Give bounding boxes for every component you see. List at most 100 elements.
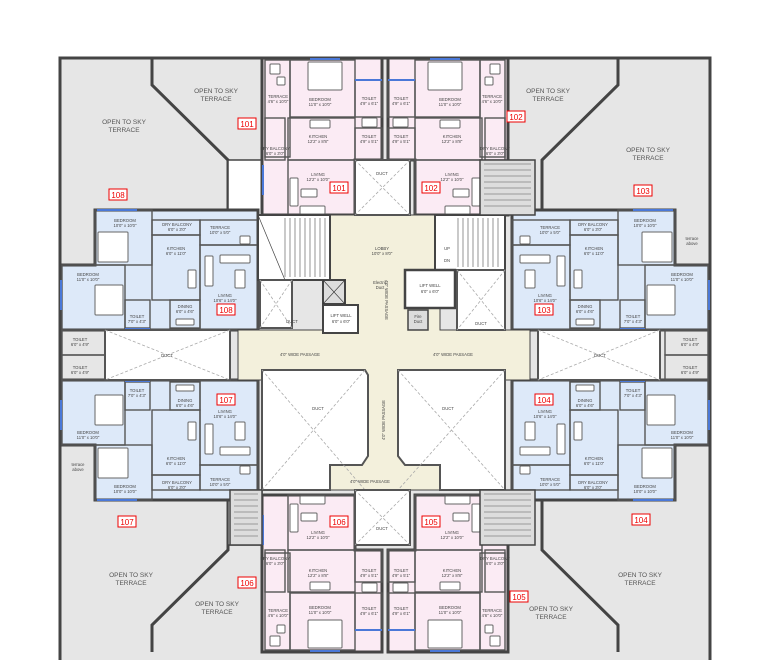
tv-unit xyxy=(234,421,246,441)
room-name: TOILET xyxy=(394,568,409,573)
terrace-label: OPEN TO SKY xyxy=(109,572,153,579)
lift-well-dims: 6'0" x 6'0" xyxy=(421,289,440,294)
room-name: KITCHEN xyxy=(167,456,185,461)
room-name: BEDROOM xyxy=(634,218,656,223)
room-name: BEDROOM xyxy=(439,605,461,610)
sofa xyxy=(219,254,251,264)
room-dims: 10'6" x 14'0" xyxy=(214,298,237,303)
unit-103[interactable] xyxy=(510,208,712,356)
staircase-left[interactable] xyxy=(257,214,331,281)
unit-107[interactable] xyxy=(58,354,260,502)
tv-unit xyxy=(524,421,536,441)
room-dining[interactable] xyxy=(569,381,601,411)
room-dining[interactable] xyxy=(169,299,201,329)
lift-well-right[interactable] xyxy=(403,268,457,310)
room-dims: 10'0" x 5'0" xyxy=(540,230,561,235)
bed xyxy=(646,394,676,426)
room-name: DINING xyxy=(578,398,593,403)
window xyxy=(355,79,382,81)
room-dims: 12'2" x 10'0" xyxy=(441,177,464,182)
passage-label: 4'0" WIDE PASSAGE xyxy=(433,352,473,357)
window xyxy=(60,280,62,310)
unit-102[interactable] xyxy=(386,56,510,217)
bed xyxy=(94,284,124,316)
lift-well-label: LIFT WELL xyxy=(419,283,441,288)
lift-well-left[interactable] xyxy=(322,304,359,334)
unit-number: 105 xyxy=(424,518,438,527)
room-dims: 10'0" x 10'0" xyxy=(114,223,137,228)
terrace-labels: OPEN TO SKY TERRACE OPEN TO SKY TERRACE … xyxy=(102,88,670,621)
unit-number: 103 xyxy=(537,306,551,315)
terrace-divider-wall xyxy=(540,58,620,215)
room-dims: 12'2" x 8'8" xyxy=(308,573,329,578)
unit-number-tag xyxy=(421,181,441,194)
room-name: TERRACE xyxy=(268,94,288,99)
sofa xyxy=(299,495,326,505)
room-toilet[interactable] xyxy=(354,549,383,583)
chair xyxy=(269,635,281,647)
stove xyxy=(573,421,583,441)
room-dry-balcony[interactable] xyxy=(264,549,286,593)
room-dining[interactable] xyxy=(169,381,201,411)
room-dims: 11'0" x 10'0" xyxy=(77,435,100,440)
room-name: TOILET xyxy=(394,134,409,139)
room-name: TOILET xyxy=(73,365,88,370)
lift-well-label: LIFT WELL xyxy=(330,313,352,318)
room-dry-balcony[interactable] xyxy=(264,117,286,161)
room-dims: 6'0" x 3'0" xyxy=(584,485,603,490)
room-name: KITCHEN xyxy=(443,568,461,573)
washbasin xyxy=(361,117,378,128)
terrace-above-label: terrace xyxy=(685,236,699,241)
room-dims: 6'0" x 11'0" xyxy=(584,461,605,466)
bed xyxy=(641,447,673,479)
room-name: LIVING xyxy=(218,409,232,414)
window xyxy=(388,79,415,81)
duct-label: DUCT xyxy=(475,321,487,326)
room-dims: 6'0" x 4'9" xyxy=(681,370,700,375)
room-dims: 12'2" x 10'0" xyxy=(307,177,330,182)
room-dims: 4'9" x 5'1" xyxy=(392,139,411,144)
room-name: TERRACE xyxy=(482,94,502,99)
terrace-unit-number: 105 xyxy=(512,593,526,602)
grille-bars xyxy=(234,163,531,537)
room-name: BEDROOM xyxy=(77,430,99,435)
room-dims: 4'9" x 6'1" xyxy=(360,101,379,106)
unit-number-tag xyxy=(534,393,554,406)
unit-number-tag xyxy=(216,303,236,316)
sofa xyxy=(519,446,551,456)
duct-label: DUCT xyxy=(161,353,173,358)
chair xyxy=(484,624,494,634)
room-dims: 12'2" x 8'8" xyxy=(442,573,463,578)
room-toilet[interactable] xyxy=(387,549,416,583)
terrace-unit-number: 103 xyxy=(636,187,650,196)
window xyxy=(708,280,710,310)
room-dry-balcony[interactable] xyxy=(484,549,506,593)
room-dims: 10'0" x 5'0" xyxy=(540,482,561,487)
terrace-unit-number: 108 xyxy=(111,191,125,200)
room-dining[interactable] xyxy=(569,299,601,329)
unit-105[interactable] xyxy=(386,493,510,654)
terrace-label: OPEN TO SKY xyxy=(194,88,238,95)
stair-treads xyxy=(457,218,499,267)
terrace-above-label: above xyxy=(72,467,84,472)
sofa xyxy=(519,254,551,264)
room-toilet[interactable] xyxy=(664,354,709,381)
room-dims: 7'0" x 4'3" xyxy=(128,393,147,398)
sofa xyxy=(556,423,566,455)
core: UP DN DUCT Electric Duct LIFT WELL 6'0" xyxy=(71,159,699,546)
unit-number-tag xyxy=(329,181,349,194)
room-dims: 6'0" x 4'6" xyxy=(176,309,195,314)
room-dims: 4'9" x 6'1" xyxy=(392,101,411,106)
unit-108[interactable] xyxy=(58,208,260,356)
room-name: BEDROOM xyxy=(634,484,656,489)
kitchen-counter xyxy=(439,119,461,129)
terrace-label: OPEN TO SKY xyxy=(529,606,573,613)
terrace-unit-number: 107 xyxy=(120,518,134,527)
unit-number: 107 xyxy=(219,396,233,405)
passage-label: 4'0" WIDE PASSAGE xyxy=(280,352,320,357)
terrace-unit-tag xyxy=(633,184,653,197)
room-dims: 11'0" x 10'0" xyxy=(671,277,694,282)
